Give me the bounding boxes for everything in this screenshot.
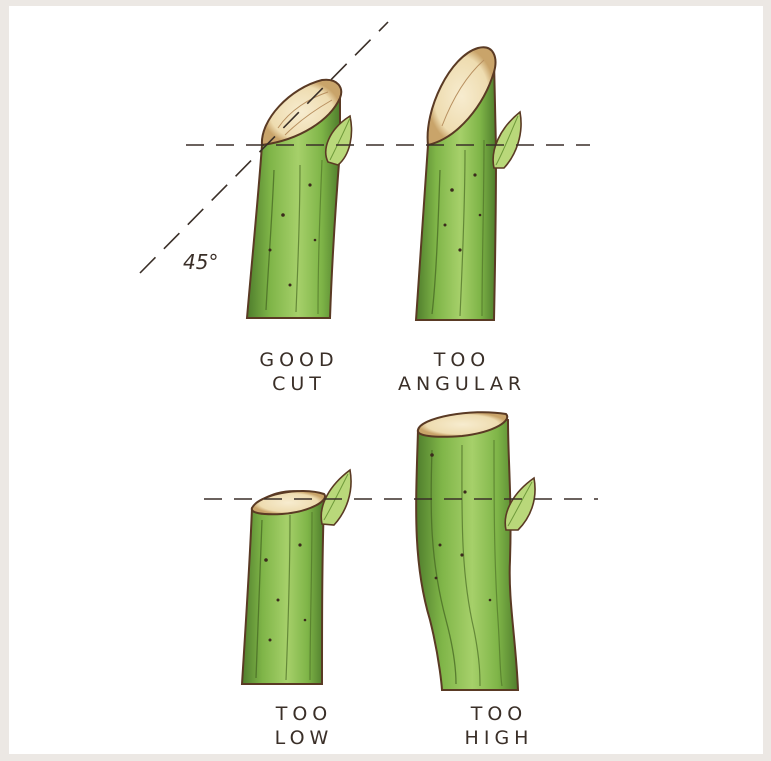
- angle-label: 45°: [183, 250, 218, 274]
- too-low-label-line2: LOW: [254, 726, 354, 750]
- too-low-stem: [242, 491, 325, 684]
- illustration-frame: 45° GOOD CUT TOO ANGULAR TOO LOW TOO HIG…: [9, 6, 763, 754]
- too-angular-bud: [493, 112, 521, 168]
- too-low-bud: [321, 470, 351, 525]
- too-high-label: TOO HIGH: [449, 702, 549, 750]
- good-cut-label-line2: CUT: [249, 372, 349, 396]
- too-angular-label-line2: ANGULAR: [387, 372, 537, 396]
- too-angular-label: TOO ANGULAR: [387, 348, 537, 396]
- too-high-label-line1: TOO: [449, 702, 549, 726]
- too-high-stem: [416, 412, 518, 690]
- too-angular-label-line1: TOO: [387, 348, 537, 372]
- too-low-label: TOO LOW: [254, 702, 354, 750]
- good-cut-label-line1: GOOD: [249, 348, 349, 372]
- good-cut-label: GOOD CUT: [249, 348, 349, 396]
- too-high-label-line2: HIGH: [449, 726, 549, 750]
- pruning-cuts-illustration: [9, 6, 763, 754]
- too-low-label-line1: TOO: [254, 702, 354, 726]
- too-angular-stem: [416, 47, 496, 320]
- good-cut-stem: [247, 80, 341, 318]
